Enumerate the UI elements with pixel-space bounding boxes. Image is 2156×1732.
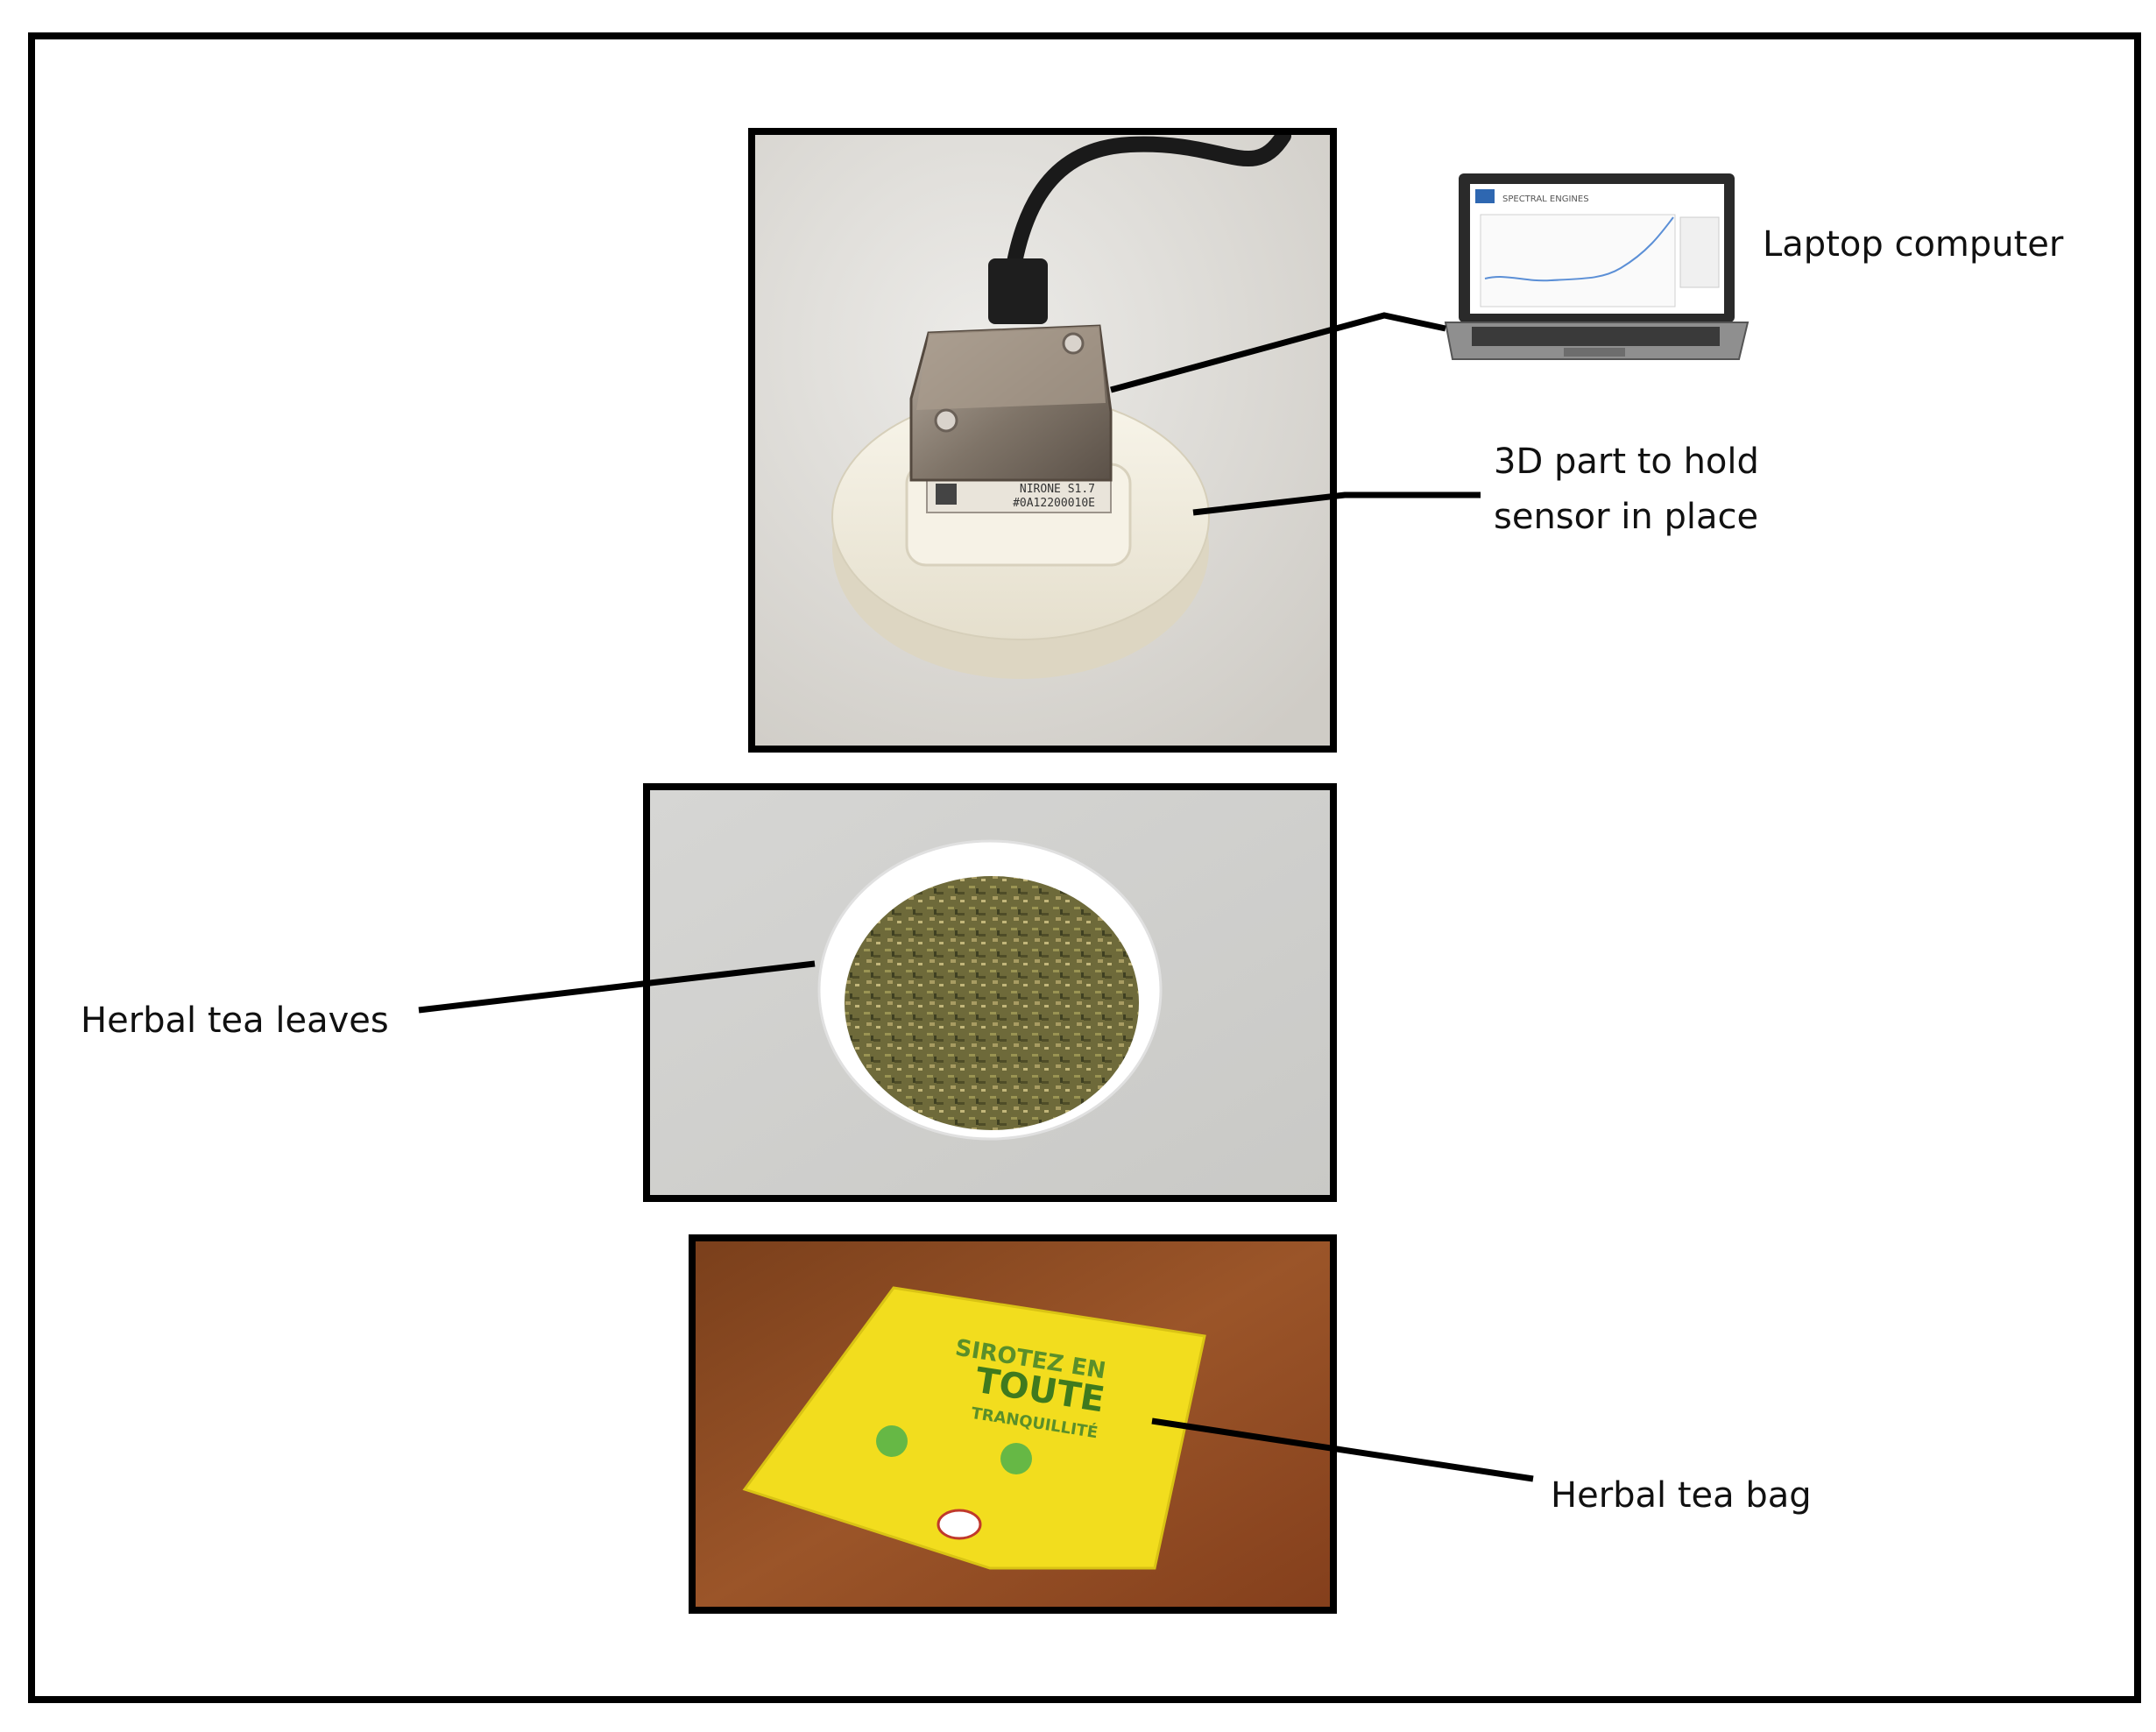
- sensor-label-text-1: NIRONE S1.7: [1020, 483, 1095, 496]
- sensor-label-band: [926, 477, 1112, 513]
- label-bag: Herbal tea bag: [1551, 1475, 1812, 1516]
- leader-line-leaves: [418, 960, 816, 1014]
- laptop-keyboard: [1472, 327, 1720, 346]
- laptop-screen-title: SPECTRAL ENGINES: [1502, 194, 1589, 204]
- laptop-icon: SPECTRAL ENGINES: [1444, 173, 1750, 360]
- laptop-screen-spectrum-line: [1484, 216, 1674, 282]
- label-holder-line1: 3D part to hold: [1494, 442, 1759, 482]
- label-holder-line2: sensor in place: [1494, 497, 1758, 537]
- sensor-top-face: [916, 326, 1106, 410]
- tea-bag-leaf-2: [1000, 1443, 1032, 1474]
- sensor-photo-border: [748, 128, 1337, 753]
- tea-leaves-photo: [647, 787, 1333, 1198]
- tea-leaves-pile: [845, 876, 1139, 1130]
- tea-bag-logo: [937, 1509, 982, 1540]
- tea-bag-leaf-1: [876, 1425, 908, 1457]
- label-laptop: Laptop computer: [1763, 224, 2064, 265]
- sensor-screw-1: [1062, 332, 1085, 355]
- sensor-screw-2: [934, 408, 958, 433]
- leader-line-bag: [1151, 1417, 1534, 1482]
- sensor-photo: NIRONE S1.7 #0A12200010E: [752, 128, 1333, 749]
- tea-bag-photo: SIROTEZ EN TOUTE TRANQUILLITÉ: [692, 1238, 1333, 1610]
- label-leaves: Herbal tea leaves: [81, 1000, 389, 1041]
- usb-cable: [1000, 128, 1291, 319]
- tea-leaves-photo-border: [643, 783, 1337, 1202]
- sensor-barcode: [936, 484, 957, 505]
- leader-line-sensor-to-laptop: [1110, 312, 1446, 393]
- laptop-trackpad: [1564, 348, 1625, 357]
- leader-line-holder: [1192, 491, 1481, 516]
- tea-bag-photo-border: [689, 1234, 1337, 1614]
- usb-connector: [988, 258, 1048, 324]
- sensor-label-text-2: #0A12200010E: [1013, 497, 1095, 510]
- tea-bag: [742, 1286, 1206, 1570]
